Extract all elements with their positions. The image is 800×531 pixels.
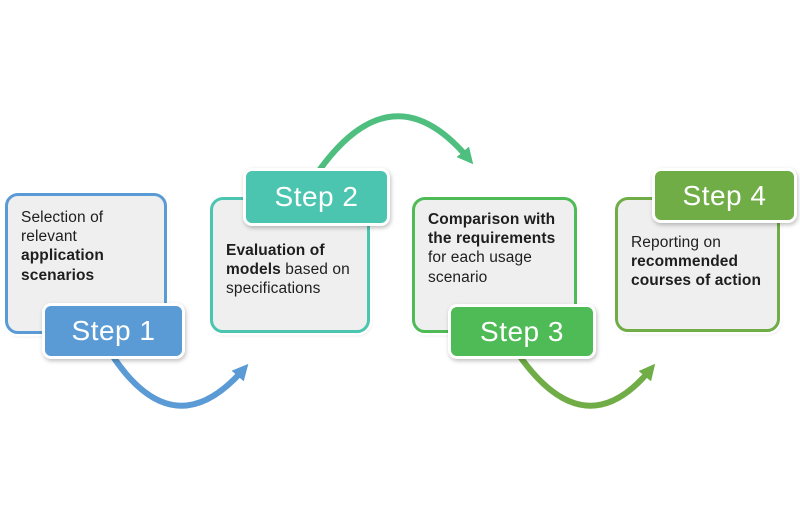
arrow-step3-to-step4-icon [518, 355, 656, 409]
arrow-step1-to-step2-icon [111, 355, 249, 409]
step-3-description: Comparison with the requirements for eac… [428, 211, 556, 286]
step-2-description: Evaluation of models based on specificat… [226, 242, 350, 298]
step-2-badge: Step 2 [243, 168, 390, 226]
step-4-description: Reporting on recommended courses of acti… [631, 234, 762, 290]
step-3-badge: Step 3 [448, 304, 596, 359]
step-1-description: Selection of relevant application scenar… [21, 209, 104, 284]
step-1-badge: Step 1 [42, 303, 185, 359]
step-1-box: Selection of relevant application scenar… [5, 193, 167, 334]
arrow-step2-to-step3-icon [315, 113, 474, 175]
step-4-badge: Step 4 [652, 168, 797, 223]
